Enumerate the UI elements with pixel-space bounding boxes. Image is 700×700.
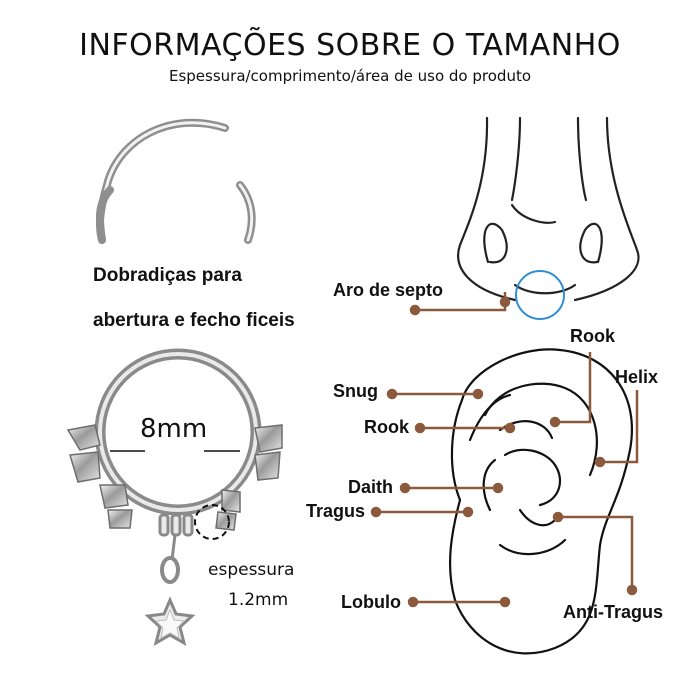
diameter-label: 8mm [140,414,208,444]
septum-ring [515,270,565,320]
open-hinge-ring [95,118,256,244]
ear-label-rook-top: Rook [570,326,615,346]
ear-label-rook: Rook [364,417,409,437]
hinge-text-line1: Dobradiças para [93,265,242,286]
ear-label-daith: Daith [348,477,393,497]
ear-label-helix: Helix [615,367,659,387]
ear-label-snug: Snug [333,381,378,401]
ear-label-anti-tragus: Anti-Tragus [563,602,664,622]
ear-label-tragus: Tragus [306,501,366,521]
ear-outline [448,348,633,655]
thickness-value: 1.2mm [228,590,289,610]
thickness-label: espessura [208,560,295,580]
nose-outline [457,116,640,302]
thickness-marker [194,504,230,540]
ear-label-lobulo: Lobulo [341,592,401,612]
pointer-lines [370,292,639,608]
butterfly-ring [66,348,283,647]
septum-label: Aro de septo [333,280,444,300]
hinge-text-line2: abertura e fecho ficeis [93,310,295,331]
page-title: INFORMAÇÕES SOBRE O TAMANHO [79,28,621,63]
page-subtitle: Espessura/comprimento/área de uso do pro… [168,67,532,85]
